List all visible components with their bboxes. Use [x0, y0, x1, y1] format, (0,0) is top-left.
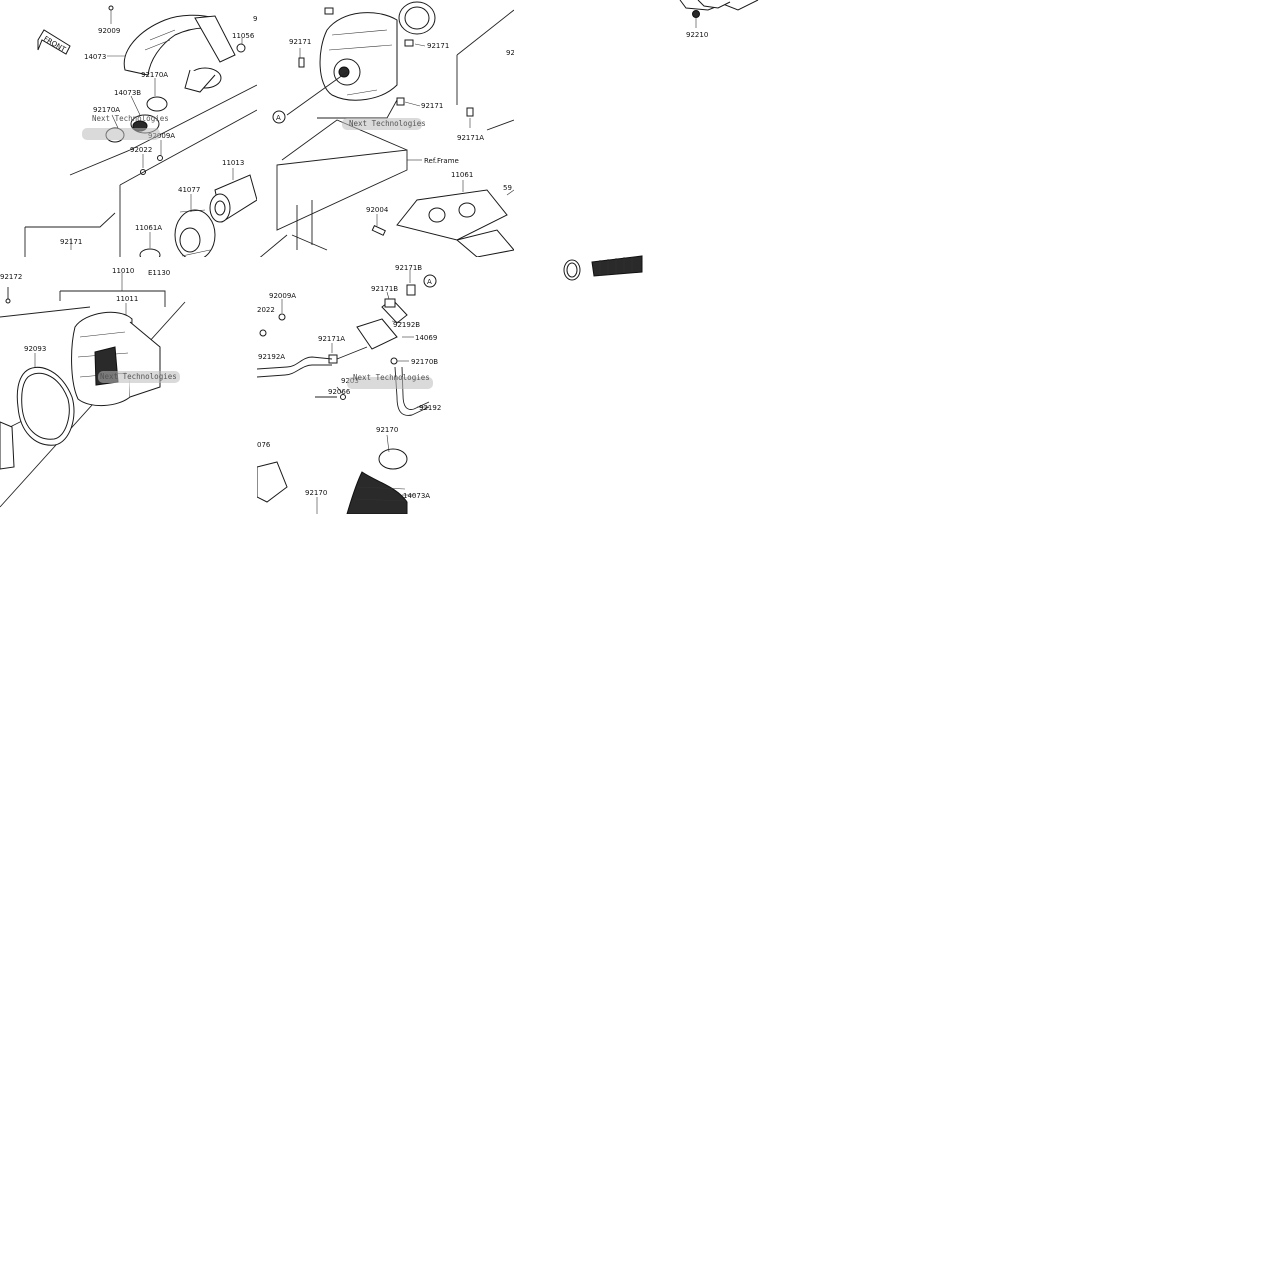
part-label: 92171B	[371, 285, 398, 293]
part-label: 92171	[427, 42, 449, 50]
part-label: 92170	[376, 426, 398, 434]
nut-icon	[692, 10, 700, 18]
part-label: 92022	[130, 146, 152, 154]
hose-fitting-14069	[259, 284, 416, 400]
clamp-icon	[298, 7, 474, 117]
part-label: 11010	[112, 267, 134, 275]
part-label: 92192A	[258, 353, 285, 361]
marker-a-circle	[423, 274, 437, 288]
diagram-fragment-duct	[556, 250, 646, 290]
gasket-11061A	[139, 248, 161, 257]
part-label: 9	[253, 15, 257, 23]
part-label: Ref.Frame	[424, 157, 459, 165]
part-label: 92210	[686, 31, 708, 39]
tile-a-drawing: FRONT	[24, 5, 257, 257]
diagram-tile-air-intake-duct: FRONT	[0, 0, 257, 257]
diagram-tile-air-cleaner-case: 11010 E1130 92172 11011 92093 Next Techn…	[0, 257, 257, 514]
part-label: 14073	[84, 53, 106, 61]
bracket-fragment-inner	[697, 0, 731, 9]
gasket-92093	[16, 366, 75, 446]
bolt-icon	[108, 5, 246, 175]
part-label: E1130	[148, 269, 170, 277]
part-label: 2022	[257, 306, 275, 314]
leader-lines	[70, 10, 243, 250]
duct-14073A	[257, 448, 408, 514]
part-label: 92192	[419, 404, 441, 412]
part-label: 92	[506, 49, 514, 57]
part-label: 92170B	[411, 358, 438, 366]
bolt-92004	[371, 224, 386, 236]
part-label: 92171B	[395, 264, 422, 272]
watermark: Next Technologies	[349, 119, 426, 128]
marker-a-circle	[272, 110, 286, 124]
part-label: 92066	[328, 388, 351, 396]
part-label: 11013	[222, 159, 244, 167]
diagram-fragment-92210: 92210	[678, 0, 768, 45]
watermark: Next Technologies	[353, 373, 430, 382]
tile-d-drawing: A	[257, 264, 441, 514]
filter-partial	[0, 421, 15, 470]
diagram-tile-air-box-and-frame: A	[257, 0, 514, 257]
part-label: 076	[257, 441, 271, 449]
part-label: 14069	[415, 334, 437, 342]
marker-a-label: A	[276, 114, 281, 122]
part-label: 92172	[0, 273, 22, 281]
part-label: 92171A	[318, 335, 345, 343]
part-label: 92170A	[141, 71, 168, 79]
part-label: 92009A	[269, 292, 296, 300]
tile-f-drawing	[563, 255, 643, 281]
watermark: Next Technologies	[92, 114, 169, 123]
part-label: 41077	[178, 186, 200, 194]
part-label: 92170A	[93, 106, 120, 114]
front-arrow-icon: FRONT	[37, 29, 71, 55]
part-label: 11061A	[135, 224, 162, 232]
part-label: 59	[503, 184, 512, 192]
leader-lines	[34, 273, 127, 367]
seal-ring	[398, 1, 436, 35]
leader-lines	[281, 270, 429, 514]
sponge-41077	[174, 209, 216, 257]
marker-a-label: A	[427, 278, 432, 286]
guide-line	[286, 71, 348, 116]
part-label: 11061	[451, 171, 473, 179]
tile-c-drawing: 11010 E1130 92172 11011 92093 Next Techn…	[0, 267, 186, 508]
air-box-housing	[319, 12, 398, 101]
diagram-tile-breather-hoses: A	[257, 257, 514, 514]
hose-lines	[257, 346, 430, 416]
tile-b-drawing: A	[259, 1, 514, 257]
part-label: 92171A	[457, 134, 484, 142]
part-label: 11056	[232, 32, 255, 40]
part-label: 92171	[289, 38, 311, 46]
frame-rails	[259, 9, 514, 257]
clamp-ring-inner	[566, 262, 578, 278]
part-label: 92171	[60, 238, 82, 246]
corrugated-duct	[591, 255, 643, 277]
part-label: 92009A	[148, 132, 175, 140]
part-label: 92009	[98, 27, 120, 35]
leader-lines	[299, 43, 471, 226]
frame-lines	[24, 84, 257, 257]
bolt-92172	[5, 287, 11, 304]
intake-duct-14073	[123, 14, 236, 93]
part-label: 92170	[305, 489, 327, 497]
manifold-11061	[396, 189, 514, 257]
case-11011	[71, 311, 161, 406]
part-label: 92171	[421, 102, 443, 110]
part-label: 92004	[366, 206, 389, 214]
part-label: 92093	[24, 345, 46, 353]
part-label: 14073A	[403, 492, 430, 500]
part-label: 92192B	[393, 321, 420, 329]
tile-e-drawing: 92210	[679, 0, 759, 39]
part-label: 11011	[116, 295, 138, 303]
watermark: Next Technologies	[100, 372, 177, 381]
part-label: 14073B	[114, 89, 141, 97]
filter-element-11013	[209, 174, 257, 223]
